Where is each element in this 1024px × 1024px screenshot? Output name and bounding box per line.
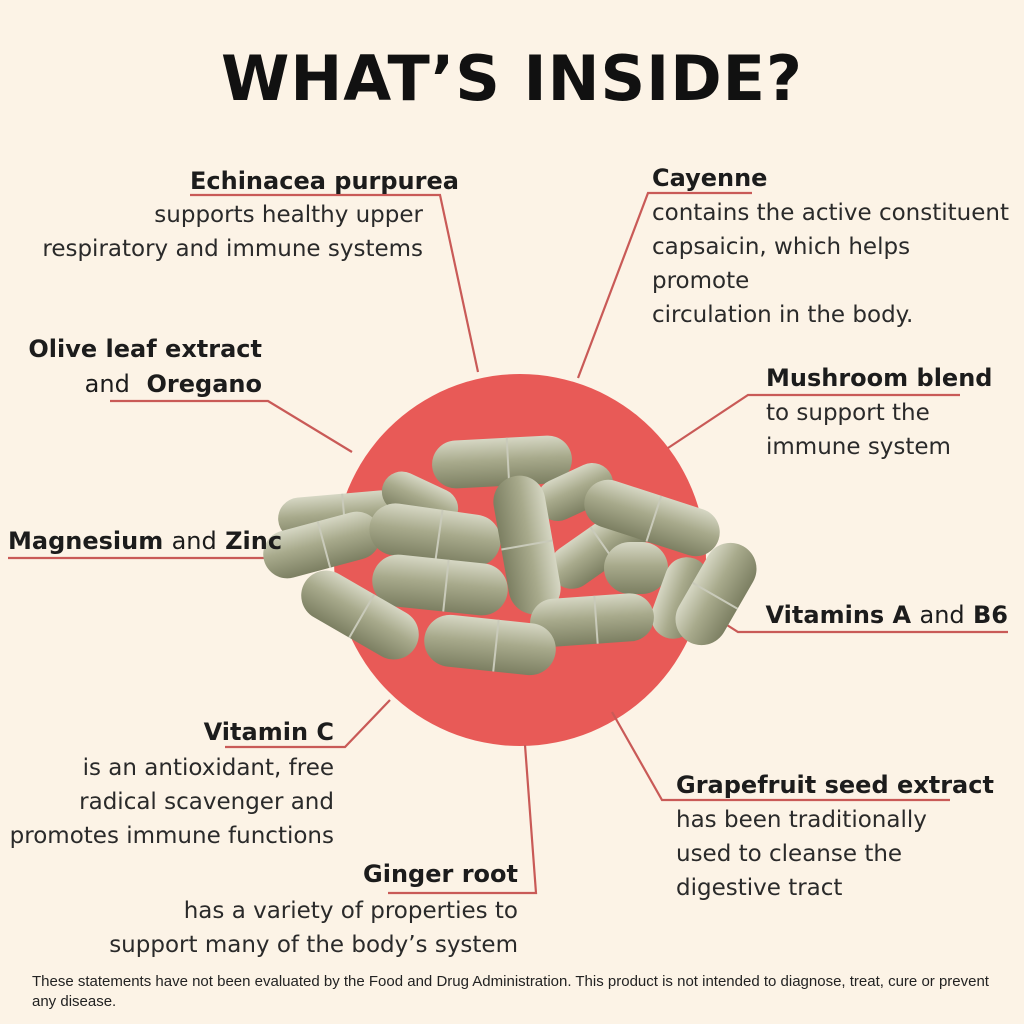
mushroom-description: to support the immune system (766, 396, 1006, 464)
vitamins-and: and (919, 601, 965, 629)
capsule-pile (263, 435, 757, 676)
mushroom-desc-line: to support the (766, 400, 930, 426)
vitamin-c-description: is an antioxidant, free radical scavenge… (4, 751, 334, 853)
vitamin-a-title: Vitamins A (765, 601, 912, 629)
olive-leaf-title: Olive leaf extract (28, 335, 262, 363)
grapefruit-desc-line: used to cleanse the (676, 841, 903, 867)
vitamin-c-title: Vitamin C (203, 718, 334, 746)
olive-and: and (84, 370, 130, 398)
ginger-title: Ginger root (363, 860, 518, 888)
ginger-desc-line: support many of the body’s system (109, 932, 518, 958)
echinacea-desc-line: supports healthy upper (154, 202, 423, 228)
echinacea-desc-line: respiratory and immune systems (42, 236, 423, 262)
grapefruit-title: Grapefruit seed extract (676, 771, 994, 799)
vitamins-line: Vitamins A and B6 (766, 600, 1008, 630)
magnesium-and: and (171, 527, 217, 555)
connector-vitamin-c (225, 699, 391, 749)
connector-cayenne (576, 191, 752, 379)
connector-grapefruit (611, 711, 950, 802)
zinc-title: Zinc (225, 527, 283, 555)
cayenne-description: contains the active constituent capsaici… (652, 196, 1012, 332)
oregano-line: and Oregano (85, 369, 262, 399)
cayenne-title: Cayenne (652, 164, 768, 192)
cayenne-desc-line: capsaicin, which helps promote (652, 234, 911, 294)
oregano-title: Oregano (146, 370, 262, 398)
connector-olive (110, 399, 353, 453)
cayenne-desc-line: contains the active constituent (652, 200, 1009, 226)
vitamin-c-desc-line: radical scavenger and (79, 789, 334, 815)
connector-echinacea (190, 193, 480, 373)
ginger-description: has a variety of properties to support m… (98, 894, 518, 962)
mushroom-desc-line: immune system (766, 434, 951, 460)
grapefruit-desc-line: digestive tract (676, 875, 843, 901)
vitamin-c-desc-line: is an antioxidant, free (82, 755, 334, 781)
connector-lines (8, 191, 1008, 895)
ginger-desc-line: has a variety of properties to (183, 898, 518, 924)
vitamin-c-desc-line: promotes immune functions (9, 823, 334, 849)
magnesium-title: Magnesium (8, 527, 164, 555)
vitamin-b6-title: B6 (973, 601, 1008, 629)
echinacea-title: Echinacea purpurea (190, 167, 459, 195)
connector-ginger (388, 744, 538, 895)
grapefruit-desc-line: has been traditionally (676, 807, 927, 833)
mushroom-title: Mushroom blend (766, 364, 993, 392)
magnesium-zinc-line: Magnesium and Zinc (8, 526, 282, 556)
grapefruit-description: has been traditionally used to cleanse t… (676, 803, 1006, 905)
fda-disclaimer: These statements have not been evaluated… (32, 973, 989, 1010)
cayenne-desc-line: circulation in the body. (652, 302, 914, 328)
connector-mushroom (667, 393, 960, 449)
page-title: WHAT’S INSIDE? (221, 42, 803, 115)
echinacea-description: supports healthy upper respiratory and i… (23, 198, 423, 266)
